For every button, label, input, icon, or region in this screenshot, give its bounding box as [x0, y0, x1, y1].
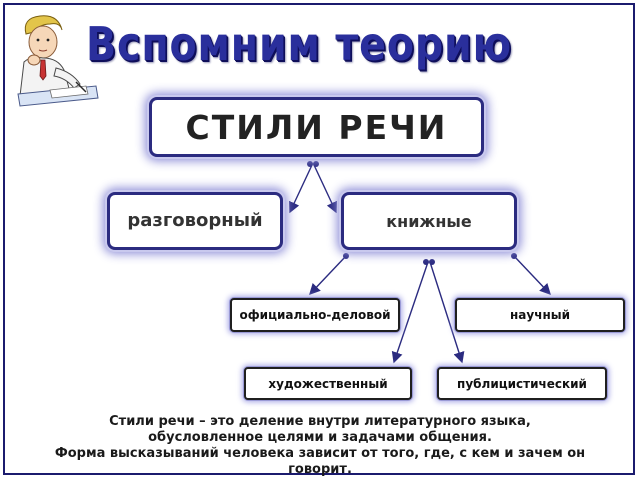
- arrow-root-to-razg: [289, 164, 313, 214]
- connector-dot: [511, 253, 517, 259]
- node-colloquial: разговорный: [107, 192, 283, 250]
- connector-dot: [343, 253, 349, 259]
- slide-frame: [3, 3, 635, 475]
- caption-line: Стили речи – это деление внутри литерату…: [109, 414, 531, 429]
- slide-title: Вспомним теорию: [86, 17, 512, 71]
- student-writing-illustration: [17, 15, 99, 107]
- caption-line: Форма высказываний человека зависит от т…: [54, 446, 586, 461]
- caption-line: говорит.: [288, 462, 352, 477]
- arrow-kniz-to-ofic: [309, 255, 347, 296]
- node-official-business: официально-деловой: [230, 298, 400, 332]
- definition-caption: Стили речи – это деление внутри литерату…: [10, 414, 630, 478]
- arrow-kniz-to-pub: [429, 261, 465, 364]
- connector-dot: [307, 161, 313, 167]
- node-artistic: художественный: [244, 367, 412, 400]
- connector-dot: [423, 259, 429, 265]
- node-bookish: книжные: [341, 192, 517, 250]
- arrow-kniz-to-nauc: [513, 255, 551, 296]
- caption-line: обусловленное целями и задачами общения.: [148, 430, 492, 445]
- node-speech-styles: СТИЛИ РЕЧИ: [149, 97, 484, 157]
- node-publicistic: публицистический: [437, 367, 607, 400]
- connector-dot: [429, 259, 435, 265]
- arrow-root-to-kniz: [313, 164, 337, 214]
- connector-dot: [313, 161, 319, 167]
- node-scientific: научный: [455, 298, 625, 332]
- arrow-kniz-to-hud: [391, 261, 429, 364]
